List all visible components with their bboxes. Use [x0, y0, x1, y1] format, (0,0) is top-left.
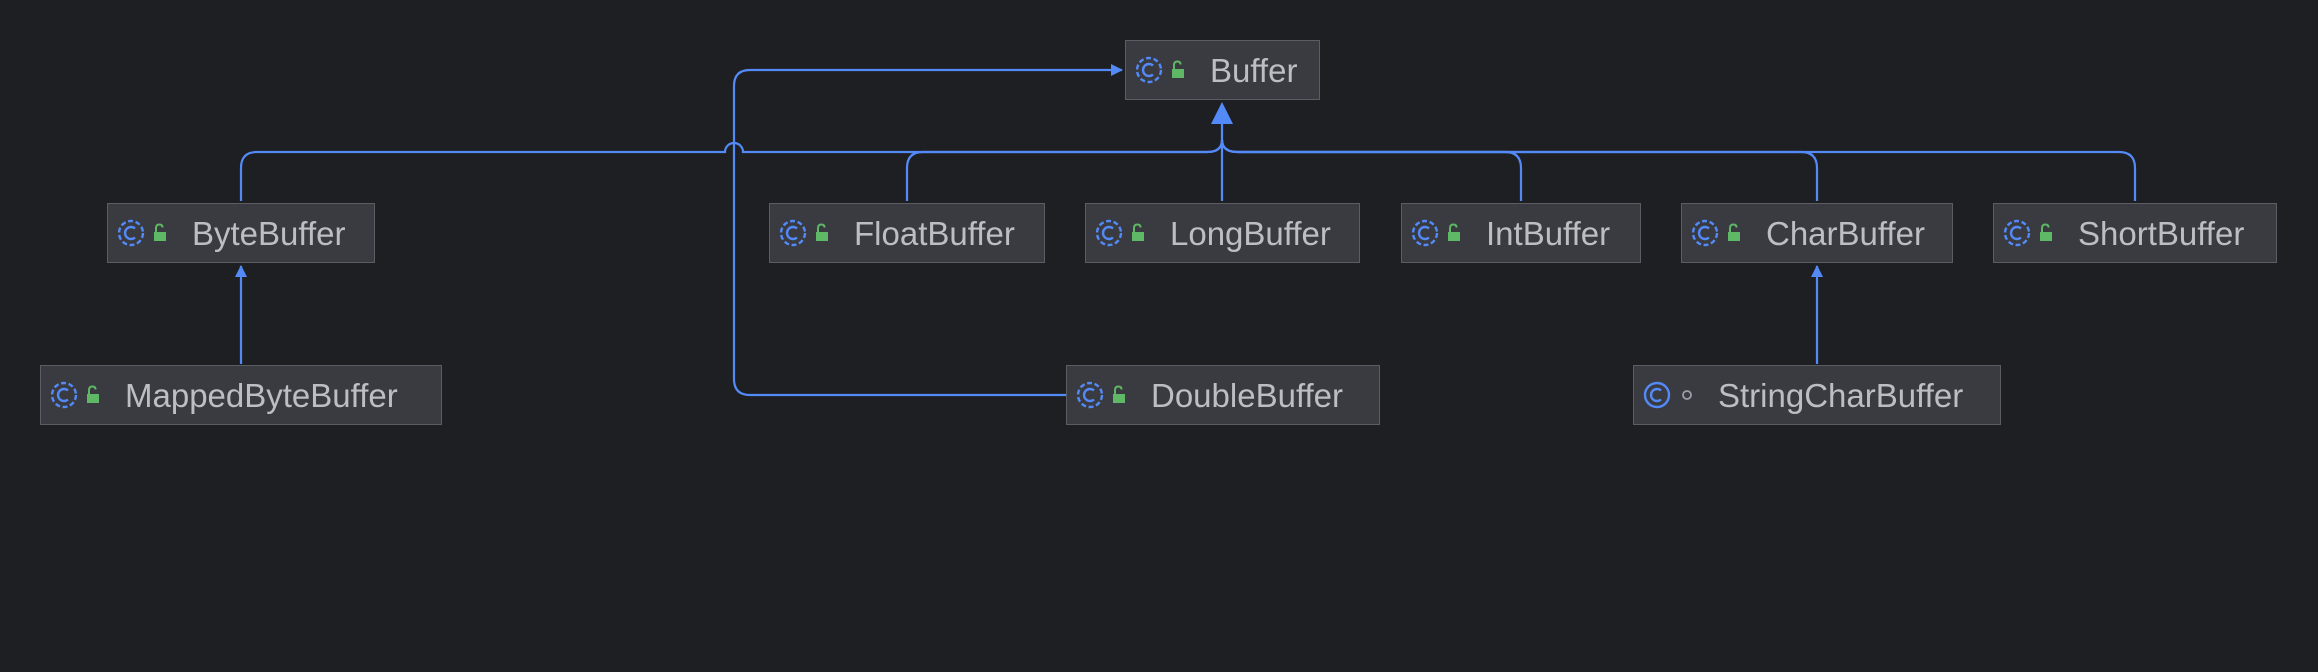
class-name: IntBuffer [1486, 214, 1611, 252]
class-node-doublebuffer[interactable]: DoubleBuffer [1066, 365, 1380, 425]
class-node-stringcharbuffer[interactable]: StringCharBuffer [1633, 365, 2001, 425]
class-node-charbuffer[interactable]: CharBuffer [1681, 203, 1953, 263]
class-name: ByteBuffer [192, 214, 346, 252]
class-node-longbuffer[interactable]: LongBuffer [1085, 203, 1360, 263]
class-name: FloatBuffer [854, 214, 1015, 252]
class-name: CharBuffer [1766, 214, 1925, 252]
class-name: LongBuffer [1170, 214, 1331, 252]
class-icon [1642, 380, 1672, 410]
class-icon [116, 218, 146, 248]
public-icon [83, 384, 105, 406]
class-icon [1075, 380, 1105, 410]
class-name: StringCharBuffer [1718, 376, 1964, 414]
public-icon [812, 222, 834, 244]
class-name: MappedByteBuffer [125, 376, 398, 414]
edge-shortbuffer-to-buffer [1220, 139, 2137, 201]
class-node-buffer[interactable]: Buffer [1125, 40, 1320, 100]
edge-doublebuffer-to-buffer [732, 64, 1123, 397]
class-name: DoubleBuffer [1151, 376, 1344, 414]
edge-floatbuffer-to-buffer [905, 139, 1224, 201]
class-icon [1410, 218, 1440, 248]
public-icon [1168, 59, 1190, 81]
class-name: Buffer [1210, 51, 1298, 89]
class-icon [1134, 55, 1164, 85]
public-icon [2036, 222, 2058, 244]
edge-intbuffer-to-buffer [1220, 139, 1523, 201]
public-icon [1128, 222, 1150, 244]
package-private-icon [1676, 384, 1698, 406]
arrowhead-into-buffer [1211, 102, 1233, 124]
public-icon [1109, 384, 1131, 406]
class-icon [1094, 218, 1124, 248]
class-node-floatbuffer[interactable]: FloatBuffer [769, 203, 1045, 263]
public-icon [1724, 222, 1746, 244]
class-icon [778, 218, 808, 248]
class-icon [2002, 218, 2032, 248]
public-icon [1444, 222, 1466, 244]
public-icon [150, 222, 172, 244]
edge-bytebuffer-to-buffer [239, 139, 1224, 201]
class-node-mappedbytebuffer[interactable]: MappedByteBuffer [40, 365, 442, 425]
class-icon [49, 380, 79, 410]
class-node-shortbuffer[interactable]: ShortBuffer [1993, 203, 2277, 263]
class-node-bytebuffer[interactable]: ByteBuffer [107, 203, 375, 263]
class-node-intbuffer[interactable]: IntBuffer [1401, 203, 1641, 263]
class-icon [1690, 218, 1720, 248]
edge-charbuffer-to-buffer [1220, 139, 1819, 201]
class-name: ShortBuffer [2078, 214, 2245, 252]
